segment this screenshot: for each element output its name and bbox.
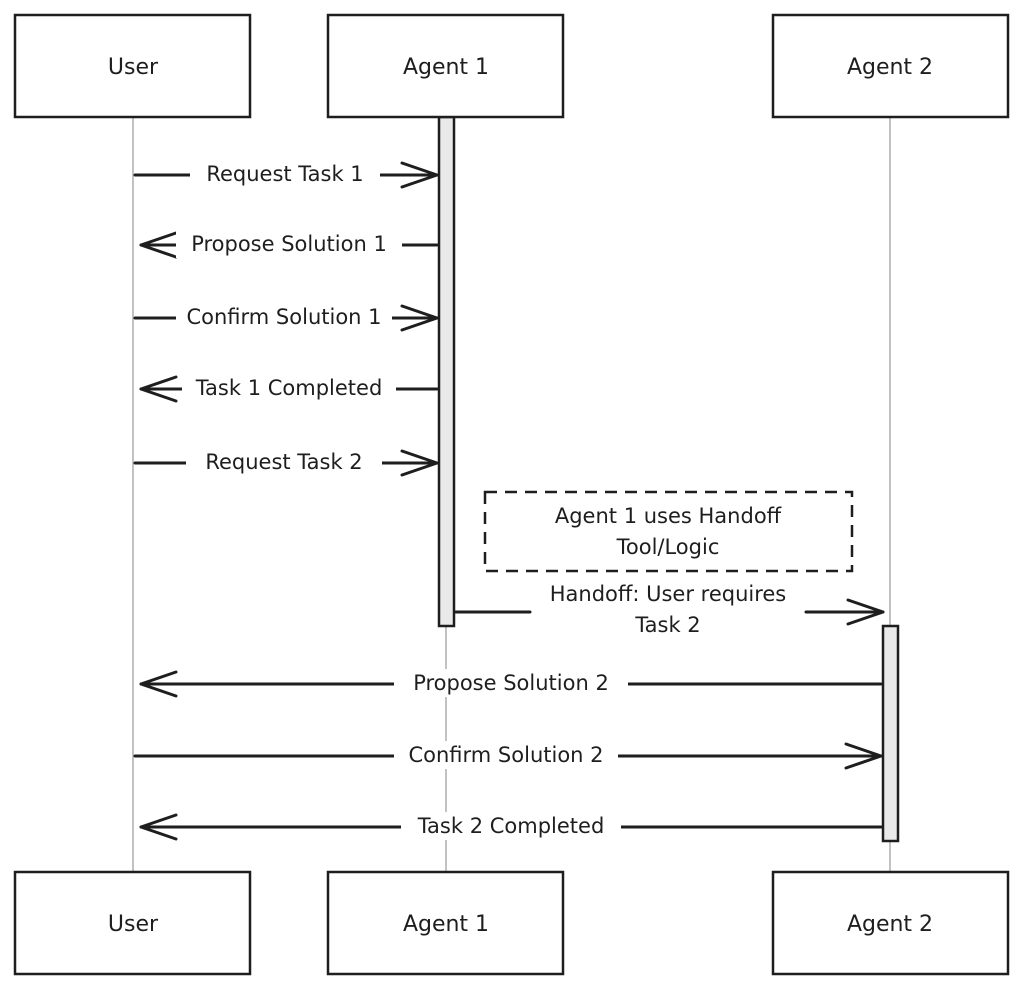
actor-label: Agent 2 (847, 912, 933, 937)
agent2-activation (881, 624, 900, 843)
actor-box-agent1-bottom: Agent 1 (326, 870, 565, 976)
actor-label: User (108, 55, 159, 80)
actor-box-user-bottom: User (13, 870, 252, 976)
actor-label: Agent 2 (847, 55, 933, 80)
message-request-task-1: Request Task 1 (133, 160, 439, 189)
message-confirm-solution-1: Confirm Solution 1 (133, 303, 439, 332)
message-label: Confirm Solution 1 (186, 305, 381, 329)
note-line-2: Tool/Logic (616, 535, 720, 559)
message-label: Confirm Solution 2 (408, 743, 603, 767)
actor-box-agent2-top: Agent 2 (771, 13, 1010, 119)
note-handoff-logic: Agent 1 uses Handoff Tool/Logic (483, 490, 854, 573)
actor-box-agent1-top: Agent 1 (326, 13, 565, 119)
note-line-1: Agent 1 uses Handoff (555, 504, 782, 528)
message-label: Task 1 Completed (195, 376, 383, 400)
message-request-task-2: Request Task 2 (133, 448, 439, 477)
message-label: Task 2 Completed (417, 814, 605, 838)
message-label: Propose Solution 2 (413, 671, 609, 695)
agent1-activation (437, 115, 456, 628)
message-label-line-2: Task 2 (634, 613, 700, 637)
actor-box-user-top: User (13, 13, 252, 119)
message-task-1-completed: Task 1 Completed (139, 374, 439, 403)
message-label: Request Task 1 (206, 162, 363, 186)
message-label: Propose Solution 1 (191, 232, 387, 256)
actor-label: User (108, 912, 159, 937)
message-label-line-1: Handoff: User requires (550, 582, 787, 606)
actor-box-agent2-bottom: Agent 2 (771, 870, 1010, 976)
message-propose-solution-2: Propose Solution 2 (139, 669, 883, 698)
message-handoff: Handoff: User requires Task 2 (453, 582, 885, 637)
actor-label: Agent 1 (403, 55, 489, 80)
actor-label: Agent 1 (403, 912, 489, 937)
message-label: Request Task 2 (205, 450, 362, 474)
message-propose-solution-1: Propose Solution 1 (139, 230, 439, 259)
message-confirm-solution-2: Confirm Solution 2 (133, 741, 883, 770)
message-task-2-completed: Task 2 Completed (139, 812, 883, 841)
